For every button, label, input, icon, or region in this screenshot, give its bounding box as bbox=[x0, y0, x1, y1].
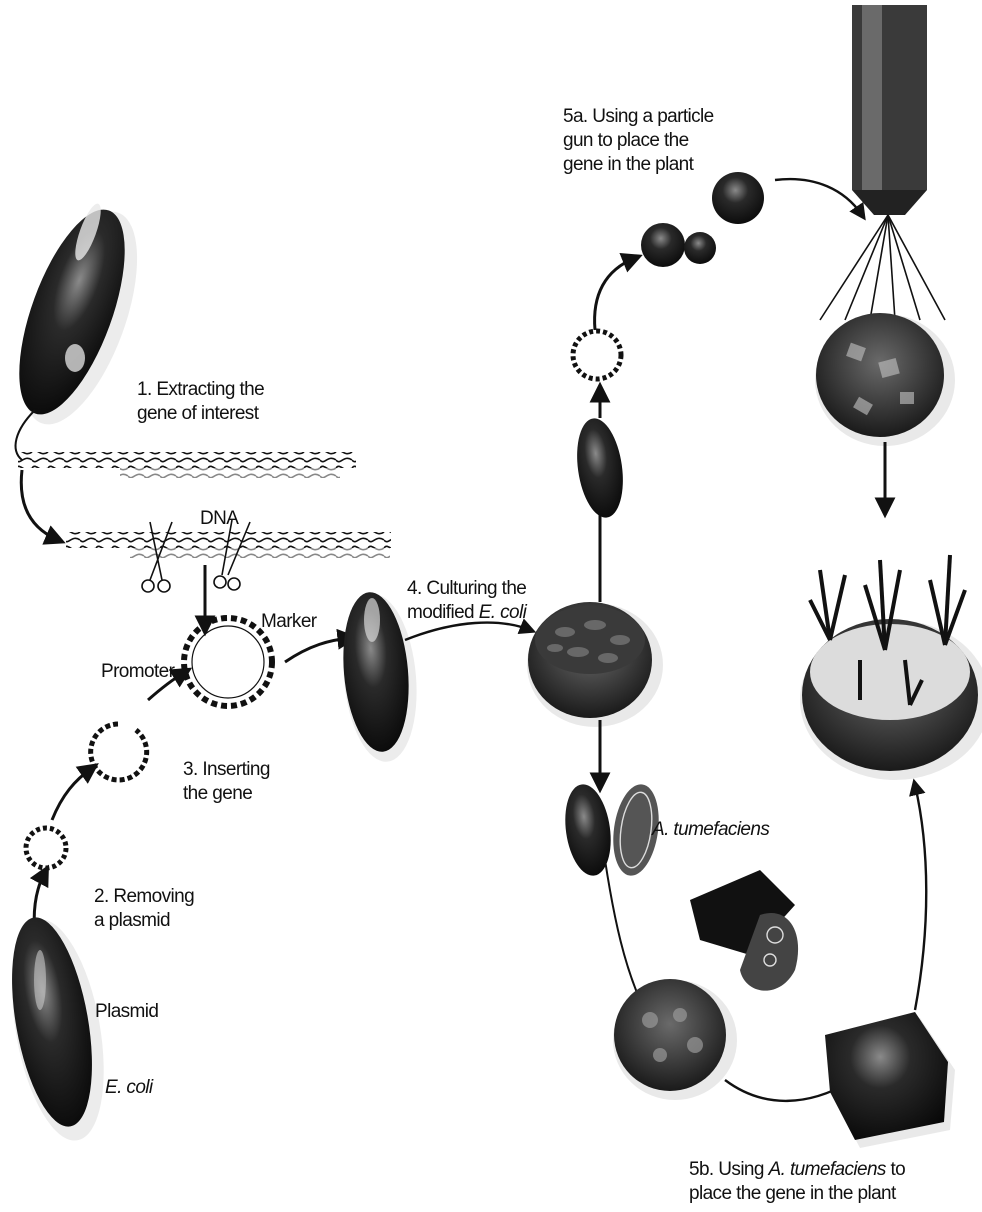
arrow-to-ecoli-middle bbox=[285, 638, 350, 662]
atumefaciens-label: A. tumefaciens bbox=[652, 818, 769, 841]
arrow-small-to-open bbox=[52, 768, 92, 820]
step3-label-line2: the gene bbox=[183, 782, 252, 805]
step5b-italic: A. tumefaciens bbox=[769, 1159, 886, 1180]
plant-dish bbox=[800, 555, 982, 780]
open-plasmid bbox=[91, 724, 147, 780]
arrow-agro-to-leaf-dish bbox=[605, 860, 640, 1000]
agrobacterium-cells bbox=[560, 781, 664, 878]
step5b-prefix: 5b. Using bbox=[689, 1159, 769, 1180]
step1-label-line1: 1. Extracting the bbox=[137, 378, 264, 401]
recombinant-plasmid bbox=[184, 618, 272, 706]
step5a-label-line3: gene in the plant bbox=[563, 153, 693, 176]
dna-strand-top bbox=[18, 452, 356, 478]
promoter-label: Promoter bbox=[101, 660, 174, 683]
small-plasmid bbox=[26, 828, 66, 868]
arrow-plasmid-to-particles bbox=[595, 258, 635, 330]
arrow-to-cut-dna bbox=[21, 470, 58, 540]
step5b-label-line1: 5b. Using A. tumefaciens to bbox=[689, 1158, 905, 1181]
plasmid-5a bbox=[573, 331, 621, 379]
step4-label-line1: 4. Culturing the bbox=[407, 577, 526, 600]
culture-dish bbox=[527, 602, 663, 727]
arrow-particles-to-gun bbox=[775, 179, 862, 215]
step4-label-italic: E. coli bbox=[479, 602, 527, 623]
plasmid-label: Plasmid bbox=[95, 1000, 158, 1023]
particle-gun bbox=[820, 5, 945, 320]
step5a-label-line2: gun to place the bbox=[563, 129, 689, 152]
ecoli-upper bbox=[571, 415, 628, 520]
plant-tissue-dish bbox=[815, 313, 955, 446]
marker-label: Marker bbox=[261, 610, 317, 633]
ecoli-bottom bbox=[0, 911, 119, 1147]
leaf-tissue bbox=[690, 870, 798, 991]
step1-label-line2: gene of interest bbox=[137, 402, 258, 425]
gold-particles bbox=[641, 172, 764, 267]
step5a-label-line1: 5a. Using a particle bbox=[563, 105, 714, 128]
arrow-callus-to-plants bbox=[915, 785, 926, 1010]
dna-label: DNA bbox=[200, 507, 238, 530]
step2-label-line2: a plasmid bbox=[94, 909, 170, 932]
step2-label-line1: 2. Removing bbox=[94, 885, 194, 908]
leaf-disc-dish bbox=[613, 979, 737, 1100]
step4-label-line2: modified E. coli bbox=[407, 601, 526, 624]
callus-block bbox=[825, 1012, 955, 1148]
arrow-ecoli-to-culture bbox=[405, 623, 530, 640]
ecoli-label: E. coli bbox=[105, 1076, 153, 1099]
step4-label-prefix: modified bbox=[407, 602, 479, 623]
step3-label-line1: 3. Inserting bbox=[183, 758, 270, 781]
step5b-label-line2: place the gene in the plant bbox=[689, 1182, 896, 1205]
step5b-suffix: to bbox=[886, 1159, 905, 1180]
